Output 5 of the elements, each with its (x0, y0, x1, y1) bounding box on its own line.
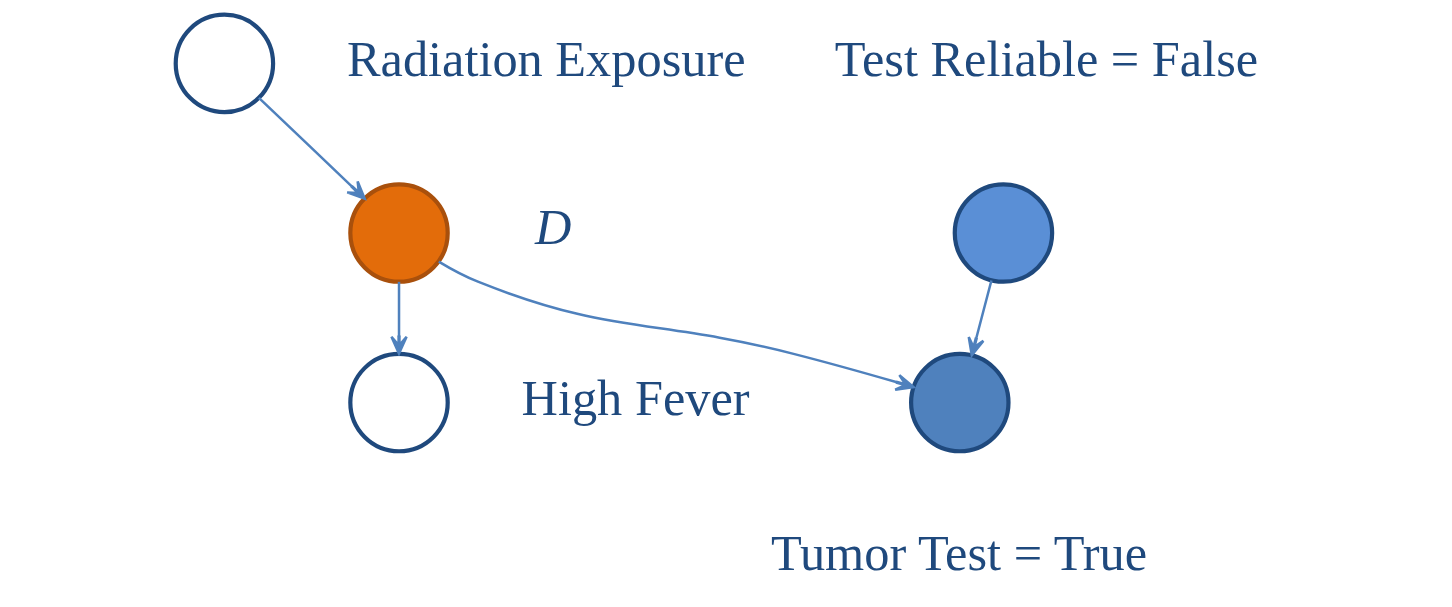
node-label: High Fever (521, 370, 750, 427)
node-label: Test Reliable = False (834, 31, 1259, 87)
node-label: Tumor Test = True (770, 525, 1148, 582)
node-label: Radiation Exposure (346, 31, 746, 87)
node-label: D (535, 198, 572, 255)
